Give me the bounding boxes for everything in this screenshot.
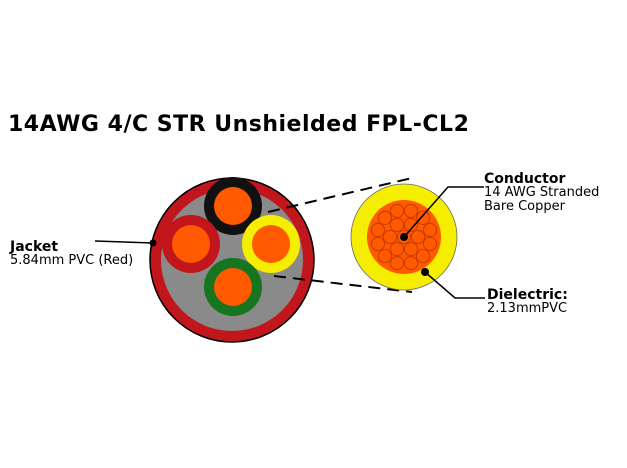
copper-strand (403, 242, 419, 257)
conductor-heading: Conductor (484, 171, 566, 187)
copper-strand (415, 210, 431, 226)
copper-strand (382, 229, 398, 245)
copper-strand (410, 229, 426, 245)
jacket-label: Jacket 5.84mm PVC (Red) (10, 240, 133, 268)
copper-strand (422, 236, 438, 252)
jacket-detail: 5.84mm PVC (Red) (10, 253, 134, 268)
copper-strand (389, 203, 405, 219)
conductor-line2: Bare Copper (484, 199, 565, 214)
copper-strand (377, 210, 393, 226)
green-conductor-copper (214, 268, 252, 306)
dielectric-label: Dielectric: 2.13mmPVC (487, 288, 568, 316)
copper-strands (370, 203, 438, 271)
dielectric-detail: 2.13mmPVC (487, 301, 568, 316)
copper-strand (370, 236, 386, 252)
copper-strand (403, 217, 419, 232)
dielectric-leader-dot (421, 268, 429, 276)
black-conductor-copper (214, 187, 252, 225)
conductor-line1: 14 AWG Stranded (484, 185, 600, 200)
jacket-leader-line (94, 240, 154, 244)
jacket-heading: Jacket (10, 239, 59, 255)
copper-strand (377, 248, 393, 264)
conductor-leader-dot (400, 233, 408, 241)
copper-strand (389, 217, 405, 232)
diagram-title: 14AWG 4/C STR Unshielded FPL-CL2 (8, 112, 470, 137)
copper-strand (422, 222, 438, 238)
conductor-label: Conductor 14 AWG Stranded Bare Copper (484, 172, 599, 214)
dielectric-heading: Dielectric: (487, 287, 568, 303)
zoom-line-bottom (273, 275, 413, 293)
dielectric-leader-line (424, 271, 485, 299)
copper-strand (403, 255, 419, 271)
copper-strand (389, 255, 405, 271)
yellow-conductor-copper (252, 225, 290, 263)
copper-strand (370, 222, 386, 238)
zoom-line-top (267, 177, 413, 213)
copper-strand (403, 203, 419, 219)
copper-strand (389, 242, 405, 257)
conductor-leader-line (403, 186, 484, 238)
jacket-leader-dot (149, 239, 157, 247)
copper-strand (415, 248, 431, 264)
red-conductor-copper (172, 225, 210, 263)
